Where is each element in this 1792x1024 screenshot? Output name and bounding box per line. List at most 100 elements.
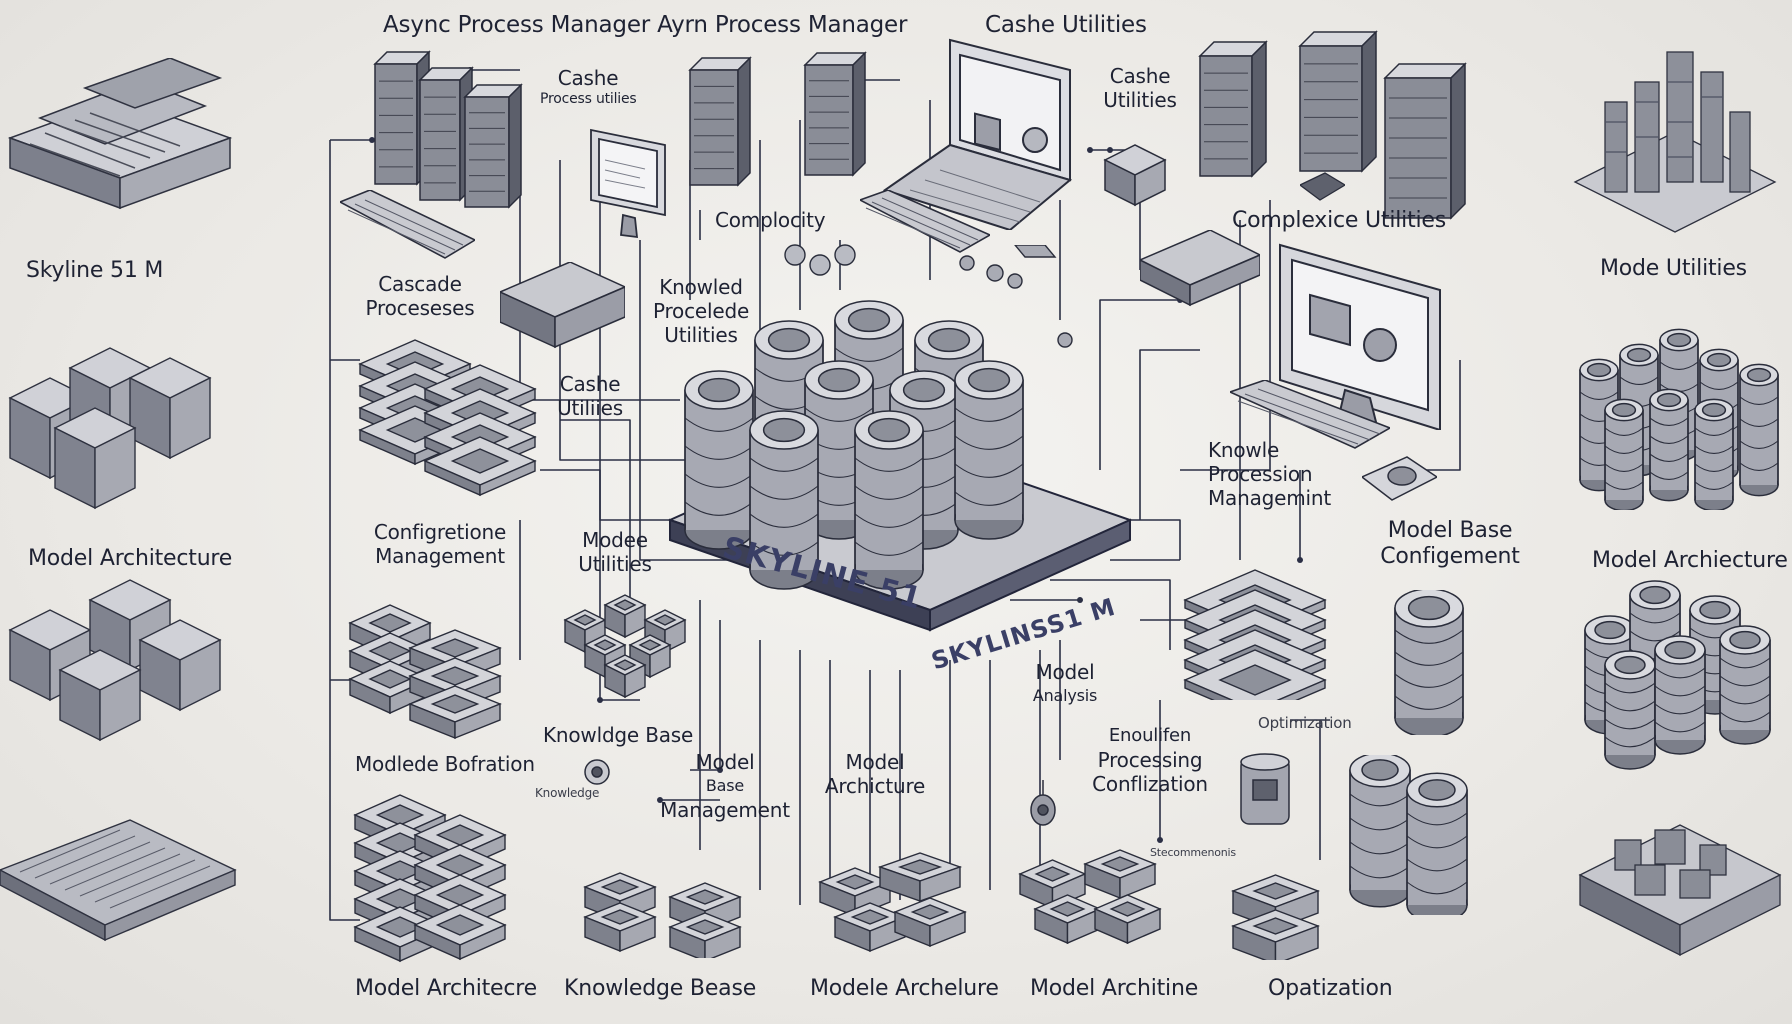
- bottom-label-4: Model Architine: [1030, 976, 1199, 1001]
- mode-utilities-label: Mode Utilities: [1600, 256, 1747, 281]
- top-cache-label: Cashe Utilities: [985, 12, 1147, 38]
- server-tray-stack-icon: [7, 58, 233, 210]
- label-line: Analysis: [1032, 686, 1098, 705]
- label-line: Procession: [1208, 462, 1313, 486]
- keyboard-icon: [860, 190, 990, 253]
- label-line: Knowle: [1208, 438, 1280, 462]
- small-caption-2: Stecommenonis: [1150, 846, 1236, 859]
- knowledge-processing-label: Knowle Procession Managemint: [1208, 438, 1331, 510]
- cable-plug-icon: [584, 759, 610, 785]
- switch-tray-icon: [1140, 230, 1260, 307]
- label-line: Management: [660, 798, 790, 822]
- label-line: Knowled: [659, 275, 743, 299]
- storage-block-group-icon: [1018, 849, 1162, 945]
- bottom-label-3: Modele Archelure: [810, 976, 999, 1001]
- label-line: Utilities: [664, 323, 738, 347]
- modele-bofration-label: Modlede Bofration: [355, 752, 535, 776]
- database-cylinder-group-icon: [1584, 580, 1771, 770]
- small-chip-group-icon: [959, 245, 1073, 348]
- cashe-utilities-mid-label: Cashe Utiliies: [545, 372, 635, 420]
- label-line: Conflization: [1092, 772, 1208, 796]
- skyline-left-label: Skyline 51 M: [26, 258, 164, 283]
- bottom-label-1: Model Architecre: [355, 976, 537, 1001]
- small-chip-group-icon: [784, 244, 856, 276]
- model-archicture-mid-label: Model Archicture: [820, 750, 930, 798]
- server-rack-group-icon: [688, 51, 867, 187]
- optimization-small-label: Optimization: [1258, 714, 1352, 732]
- storage-block-group-icon: [818, 852, 967, 953]
- server-block-cluster-icon: [1573, 51, 1777, 233]
- complocity-label: Complocity: [715, 208, 826, 232]
- label-line: Process utilies: [540, 91, 637, 107]
- label-line: Archicture: [824, 774, 926, 798]
- model-analysis-label: Model Analysis: [1020, 660, 1110, 708]
- cashe-utilities-right-label: Cashe Utilities: [1095, 64, 1185, 112]
- switch-tray-icon: [500, 262, 625, 349]
- hardware-block-cluster-icon: [1578, 824, 1782, 957]
- modee-utilities-label: Modee Utilities: [570, 528, 660, 576]
- monitor-icon: [1279, 243, 1441, 430]
- storage-block-group-icon: [1231, 874, 1320, 960]
- label-line: Procelede: [652, 299, 750, 323]
- label-line: Model: [1035, 660, 1095, 684]
- model-architecture-left-label: Model Architecture: [28, 546, 233, 571]
- bottom-label-5: Opatization: [1268, 976, 1393, 1001]
- label-line: Proceseses: [365, 296, 475, 320]
- model-base-config-label: Model Base Configement: [1365, 518, 1535, 570]
- small-caption-1: Knowledge: [535, 786, 600, 800]
- label-line: Modee: [582, 528, 648, 552]
- complexity-utilities-label: Complexice Utilities: [1232, 208, 1447, 233]
- knowledge-utilities-label: Knowled Procelede Utilities: [643, 275, 759, 347]
- label-line: Cashe: [1109, 64, 1171, 88]
- mouse-icon: [1300, 172, 1345, 201]
- processing-config-label: Enoulifen Processing Conflization: [1080, 724, 1220, 796]
- server-unit-icon: [1240, 753, 1290, 825]
- label-line: Base: [705, 776, 745, 795]
- label-line: Utilities: [1103, 88, 1177, 112]
- cube-cluster-icon: [563, 594, 687, 699]
- label-line: Configement: [1380, 544, 1520, 569]
- database-cylinder-icon: [1394, 590, 1464, 735]
- central-server-cluster-icon: [667, 300, 1133, 632]
- cashe-process-label: Cashe Process utilies: [540, 66, 637, 108]
- switch-tray-icon: [1103, 144, 1167, 207]
- model-base-management-label: Model Base Management: [645, 750, 805, 822]
- model-architecture-right-label: Model Archiecture: [1592, 548, 1788, 573]
- storage-block-stack-icon: [348, 604, 502, 740]
- monitor-icon: [590, 128, 666, 239]
- storage-block-cluster-icon: [8, 579, 222, 742]
- mouse-icon: [1362, 456, 1437, 501]
- keyboard-icon: [1230, 380, 1390, 449]
- laptop-icon: [882, 38, 1073, 230]
- label-line: Model Base: [1387, 518, 1513, 543]
- label-line: Model: [695, 750, 755, 774]
- storage-block-stack-icon: [1183, 569, 1327, 700]
- label-line: Model: [845, 750, 905, 774]
- cascade-processes-label: Cascade Proceseses: [355, 272, 485, 320]
- label-line: Enoulifen: [1108, 725, 1192, 746]
- bottom-label-2: Knowledge Bease: [564, 976, 757, 1001]
- server-rack-group-icon: [373, 50, 523, 209]
- label-line: Cashe: [557, 66, 619, 90]
- label-line: Utilities: [578, 552, 652, 576]
- database-cylinder-group-icon: [1579, 328, 1779, 510]
- label-line: Management: [375, 544, 505, 568]
- circuit-board-icon: [0, 819, 237, 942]
- cable-plug-icon: [1030, 780, 1056, 826]
- storage-block-group-icon: [583, 872, 742, 958]
- keyboard-icon: [340, 190, 475, 259]
- top-title-label: Async Process Manager Ayrn Process Manag…: [383, 12, 908, 38]
- server-rack-group-icon: [1198, 30, 1467, 220]
- label-line: Configretione: [373, 520, 507, 544]
- label-line: Managemint: [1208, 486, 1332, 510]
- label-line: Processing: [1097, 748, 1203, 772]
- knowledge-base-mid-label: Knowldge Base: [543, 723, 694, 747]
- label-line: Cashe: [559, 372, 621, 396]
- label-line: Utiliies: [557, 396, 623, 420]
- storage-block-stack-icon: [353, 794, 507, 963]
- storage-block-cluster-icon: [8, 347, 212, 510]
- database-cylinder-pair-icon: [1349, 755, 1468, 915]
- storage-block-stack-icon: [358, 339, 537, 497]
